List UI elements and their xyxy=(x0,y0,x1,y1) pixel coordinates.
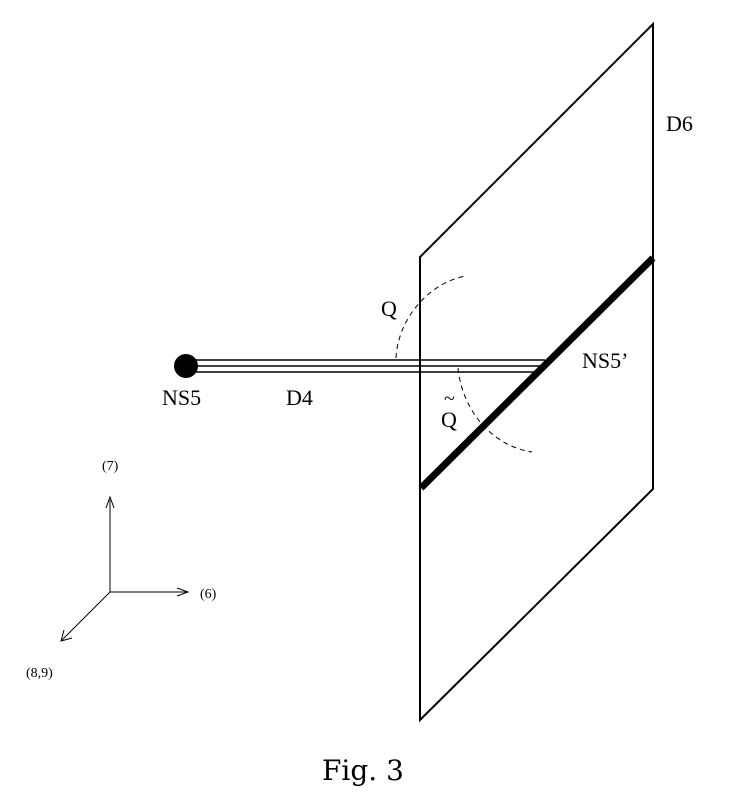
q-tilde-tilde: ~ xyxy=(444,388,455,410)
d4-branes xyxy=(186,359,545,373)
axis-6-label: (6) xyxy=(200,587,217,602)
d4-label: D4 xyxy=(286,385,313,410)
axis-7-arrowhead xyxy=(105,495,115,509)
q-string-arc xyxy=(395,275,467,359)
d6-brane-plane xyxy=(419,21,654,723)
ns5-prime-brane xyxy=(418,255,656,491)
ns5-prime-label: NS5’ xyxy=(582,348,628,373)
ns5-label: NS5 xyxy=(162,385,201,410)
axis-89-label: (8,9) xyxy=(26,666,53,681)
axis-89-arrowhead xyxy=(60,629,73,642)
axis-89-line xyxy=(61,591,111,641)
q-tilde-letter: Q xyxy=(441,407,457,432)
d6-label: D6 xyxy=(666,111,693,136)
q-label: Q xyxy=(381,296,397,321)
q-tilde-string-arc xyxy=(457,367,533,453)
coordinate-axes: (7) (6) (8,9) xyxy=(26,459,217,681)
axis-7-label: (7) xyxy=(102,459,119,474)
ns5-brane-dot xyxy=(174,354,198,378)
axis-6-arrowhead xyxy=(176,587,190,597)
figure-caption: Fig. 3 xyxy=(322,754,404,787)
